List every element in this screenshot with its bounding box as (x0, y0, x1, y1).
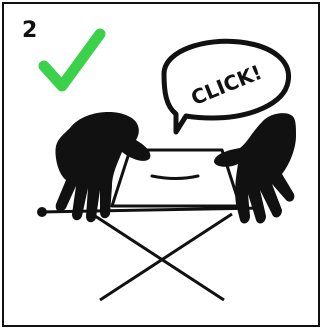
checkmark-icon (44, 34, 100, 86)
